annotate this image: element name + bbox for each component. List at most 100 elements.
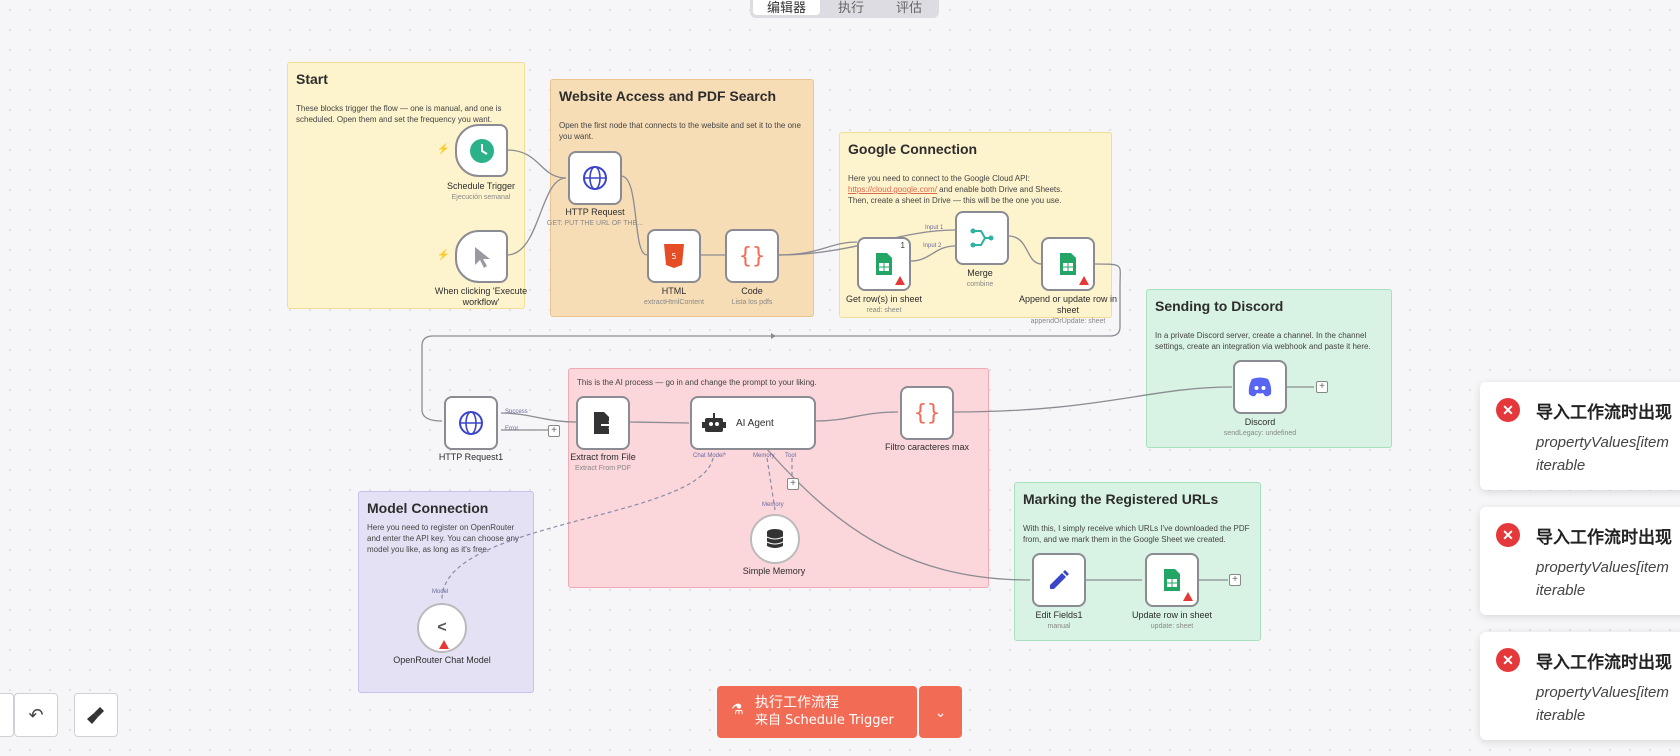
node-label: Filtro caracteres max: [884, 442, 970, 452]
node-label: When clicking 'Execute workflow': [434, 286, 528, 307]
tab-evaluations[interactable]: 评估: [896, 1, 923, 16]
node-simple-memory[interactable]: [750, 514, 800, 564]
cursor-icon: [474, 246, 490, 268]
connection-line: [500, 412, 577, 423]
undo-button[interactable]: ↶: [14, 693, 58, 737]
toast-message: iterable: [1536, 457, 1586, 474]
connection-line: [953, 386, 1233, 413]
code-braces-icon: {}: [913, 400, 941, 426]
node-subtitle: combine: [966, 281, 994, 288]
node-label: Code: [741, 286, 763, 296]
node-ai-agent[interactable]: AI Agent: [690, 396, 816, 450]
tool-button-partial[interactable]: [0, 693, 14, 737]
note-text: Here you need to register on OpenRouter …: [367, 523, 519, 554]
note-text: With this, I simply receive which URLs I…: [1023, 524, 1250, 544]
node-code[interactable]: {}: [725, 229, 779, 283]
note-title: Google Connection: [848, 141, 978, 157]
node-label: OpenRouter Chat Model: [393, 655, 491, 665]
connection-line: [910, 245, 956, 262]
node-http-request[interactable]: [568, 151, 622, 205]
node-filtro-caracteres[interactable]: {}: [900, 386, 954, 440]
port-label-memory: Memory: [762, 502, 784, 508]
node-subtitle: Lista los pdfs: [731, 299, 773, 306]
execute-workflow-button[interactable]: ⚗ 执行工作流程 来自 Schedule Trigger: [717, 686, 917, 738]
connection-line: [620, 175, 648, 256]
execute-options-dropdown[interactable]: ⌄: [919, 686, 962, 738]
note-text: In a private Discord server, create a ch…: [1155, 331, 1371, 351]
node-extract-from-file[interactable]: [576, 396, 630, 450]
tab-editor[interactable]: 编辑器: [753, 0, 821, 16]
google-sheets-icon: [1164, 569, 1180, 591]
node-update-row[interactable]: [1145, 553, 1199, 607]
output-label-error: Error: [505, 426, 519, 432]
note-text: Open the first node that connects to the…: [559, 121, 801, 141]
pencil-icon: [1050, 570, 1069, 589]
port-label-model: Model: [432, 589, 449, 595]
node-http-request-1[interactable]: [444, 396, 498, 450]
warning-icon: [1079, 276, 1089, 285]
node-merge[interactable]: [955, 211, 1009, 265]
node-label: Extract from File: [570, 452, 636, 462]
note-text: This is the AI process — go in and chang…: [577, 378, 817, 387]
node-get-rows[interactable]: 1: [857, 237, 911, 291]
note-title: Marking the Registered URLs: [1023, 491, 1219, 507]
merge-icon: [970, 228, 994, 248]
tidy-up-button[interactable]: [74, 693, 118, 737]
svg-text:5: 5: [671, 252, 676, 261]
warning-icon: [1183, 592, 1193, 601]
undo-icon: ↶: [28, 704, 44, 725]
node-discord[interactable]: [1233, 360, 1287, 414]
toast-message: iterable: [1536, 582, 1586, 599]
toast-message: iterable: [1536, 707, 1586, 724]
node-label: HTTP Request: [565, 207, 625, 217]
node-subtitle: Ejecución semanal: [451, 194, 511, 201]
node-label: Get row(s) in sheet: [845, 294, 923, 304]
toast-message: propertyValues[item: [1536, 434, 1669, 451]
note-text: These blocks trigger the flow — one is m…: [296, 104, 502, 124]
node-label: Edit Fields1: [1035, 610, 1083, 620]
warning-icon: [439, 640, 449, 649]
openrouter-icon: <: [437, 619, 447, 636]
tab-executions[interactable]: 执行: [838, 1, 865, 16]
node-html[interactable]: 5: [647, 229, 701, 283]
code-braces-icon: {}: [738, 243, 766, 269]
port-label: Input 2: [923, 243, 942, 249]
add-node-button[interactable]: +: [1229, 574, 1241, 586]
trigger-bolt-icon: ⚡: [437, 144, 450, 155]
node-append-update-row[interactable]: [1041, 237, 1095, 291]
node-schedule-trigger[interactable]: [455, 124, 508, 177]
google-cloud-link[interactable]: https://cloud.google.com/: [848, 185, 937, 194]
note-text: Here you need to connect to the Google C…: [848, 174, 1030, 183]
node-label: Discord: [1244, 417, 1276, 427]
node-label: Update row in sheet: [1131, 610, 1213, 620]
sticky-note-model[interactable]: Model Connection Here you need to regist…: [358, 491, 534, 693]
toast-message: propertyValues[item: [1536, 559, 1669, 576]
database-icon: [766, 529, 784, 548]
toast-message: propertyValues[item: [1536, 684, 1669, 701]
add-node-button[interactable]: +: [1316, 381, 1328, 393]
note-title: Website Access and PDF Search: [559, 88, 777, 104]
connection-line: [765, 447, 1031, 581]
view-tabs: 编辑器 执行 评估: [750, 0, 940, 18]
connection-line: [629, 421, 690, 424]
node-openrouter-chat-model[interactable]: <: [417, 603, 467, 653]
node-manual-trigger[interactable]: [455, 230, 508, 283]
ai-model-connection: [441, 457, 714, 601]
warning-icon: [895, 276, 905, 285]
add-node-button[interactable]: +: [548, 425, 560, 437]
node-edit-fields[interactable]: [1032, 553, 1086, 607]
connection-line: [1007, 235, 1043, 265]
clock-icon: [469, 138, 494, 163]
add-tool-button[interactable]: +: [787, 478, 799, 490]
toast-title: 导入工作流时出现: [1536, 653, 1672, 673]
note-text: and enable both Drive and Sheets.: [936, 185, 1063, 194]
execute-sublabel: 来自 Schedule Trigger: [755, 713, 894, 728]
html5-icon: 5: [664, 244, 684, 268]
port-label-tool: Tool: [785, 453, 797, 459]
note-title: Sending to Discord: [1155, 298, 1284, 314]
output-label-success: Success: [505, 409, 528, 415]
